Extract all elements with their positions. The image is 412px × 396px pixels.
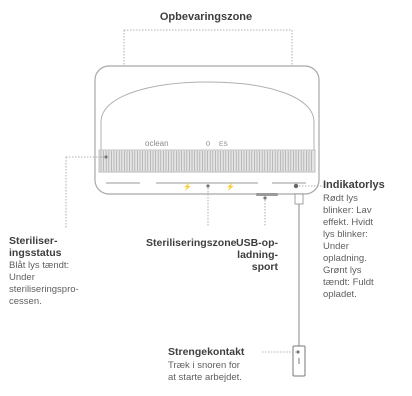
power-symbol-icon [205,141,211,146]
usb-dot [263,196,267,200]
pull-cord [292,193,306,377]
pull-switch-dot [296,350,300,354]
sterilization-status-desc-line-4: cessen. [9,296,42,307]
pull-switch-title: Strengekontakt [168,346,245,358]
indicator-led [293,183,299,189]
indicator-desc-line-8: tændt: Fuldt [323,277,374,288]
indicator-desc-line-3: effekt. Hvidt [323,217,373,228]
sterilization-status-desc-line-1: Blåt lys tændt: [9,260,70,271]
indicator-title: Indikatorlys [323,179,385,191]
lightning-icon-left: ⚡ [183,182,192,191]
sterilization-status-title-line-1: Steriliser- [9,235,58,247]
storage-zone-title: Opbevaringszone [159,11,253,23]
sterilization-grille [98,149,316,173]
usb-title-line-2: ladning- [237,249,278,261]
device-brand-text: oclean [145,139,169,148]
sterilization-status-desc-line-3: steriliseringspro- [9,284,79,295]
indicator-desc-line-9: opladet. [323,289,357,300]
sterilization-status-dot [104,155,108,159]
indicator-desc-line-4: lys blinker: [323,229,368,240]
grille-slats [100,151,312,171]
indicator-desc-line-2: blinker: Lav [323,205,372,216]
sterilization-zone-dot [206,184,210,188]
pull-switch-desc-line-2: at starte arbejdet. [168,372,242,383]
indicator-desc-line-1: Rødt lys [323,193,358,204]
sterilization-status-leader [65,156,104,228]
sterilization-status-desc-line-2: Under [9,272,35,283]
storage-dome [100,81,315,150]
indicator-desc-line-5: Under [323,241,349,252]
lightning-icon-right: ⚡ [226,182,235,191]
indicator-desc-line-6: opladning. [323,253,367,264]
sterilization-status-title-line-2: ingsstatus [9,247,62,259]
usb-title-line-3: sport [251,261,278,273]
sterilization-zone-title: Steriliseringszone [146,237,237,249]
indicator-desc-line-7: Grønt lys [323,265,362,276]
usb-title-line-1: USB-op- [236,237,278,249]
device-model-text: ES [219,141,228,148]
pull-switch-desc-line-1: Træk i snoren for [168,360,240,371]
usb-port [256,193,278,196]
